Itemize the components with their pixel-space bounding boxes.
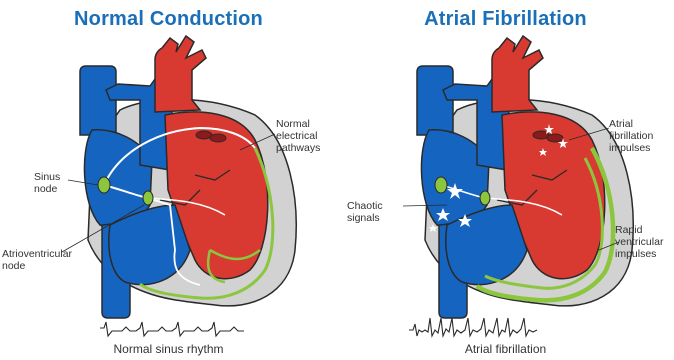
sinus-node <box>435 177 447 193</box>
av-node <box>143 191 153 205</box>
afib-panel: Atrial Fibrillation <box>337 0 674 360</box>
pathways-label: Normal electrical pathways <box>276 118 320 154</box>
afib-ecg-trace <box>409 318 537 336</box>
sinus-node-label: Sinus node <box>34 171 60 195</box>
pulmonary-vein <box>547 134 563 142</box>
normal-ecg-trace <box>100 322 244 336</box>
pulmonary-vein <box>210 134 226 142</box>
av-node <box>480 191 490 205</box>
afib-heart-diagram <box>337 0 674 360</box>
normal-rhythm-label: Normal sinus rhythm <box>0 342 337 356</box>
normal-conduction-panel: Normal Conduction <box>0 0 337 360</box>
chaotic-signals-label: Chaotic signals <box>347 200 383 224</box>
afib-impulses-label: Atrial fibrillation impulses <box>609 118 653 154</box>
rapid-impulses-label: Rapid ventricular impulses <box>615 224 663 260</box>
av-node-label: Atrioventricular node <box>2 248 72 272</box>
sinus-node <box>98 177 110 193</box>
afib-rhythm-label: Atrial fibrillation <box>337 342 674 356</box>
